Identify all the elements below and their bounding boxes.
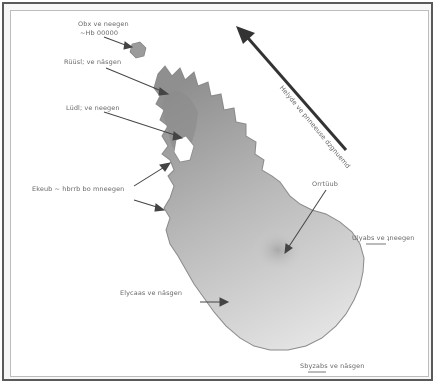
label-bottom-middle: Elycaas ve näsgen <box>120 289 182 297</box>
pointer-lower-1 <box>134 166 166 186</box>
label-center-right: Orrtüub <box>312 180 338 188</box>
label-mid-left: Lüdl; ve neegen <box>66 104 120 112</box>
label-top-left-1: Obx ve neegen <box>78 20 129 28</box>
label-bottom-right: Sbyzabs ve näsgen <box>300 362 364 370</box>
label-upper-left: Rüüsl; ve näsgen <box>64 58 121 66</box>
small-blob <box>130 42 146 58</box>
label-right-side: Ulyabs ve ʇneegen <box>352 234 415 242</box>
pointer-lower-2-head <box>155 204 164 211</box>
diagonal-arrow <box>248 38 346 150</box>
pointer-lower-1-head <box>160 163 170 171</box>
label-lower-left: Ekeub ~ hbrrb bo mneegen <box>32 185 124 193</box>
pointer-upper-lobe <box>106 68 164 92</box>
label-top-left-2: ~Hb 00000 <box>80 29 118 37</box>
